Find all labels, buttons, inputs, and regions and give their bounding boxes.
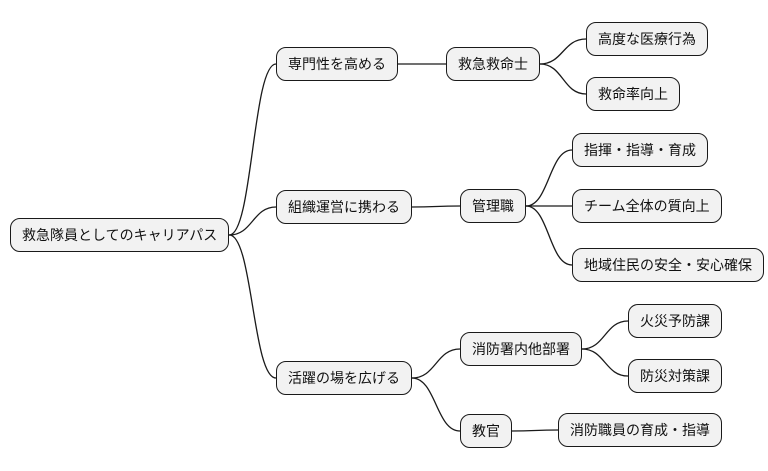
node-instructor: 教官 xyxy=(460,414,512,448)
connector-edge xyxy=(411,205,461,208)
connector-edge xyxy=(411,377,461,432)
node-expand-field: 活躍の場を広げる xyxy=(276,361,412,395)
node-other-fire-departments: 消防署内他部署 xyxy=(460,332,582,366)
connector-edge xyxy=(228,234,277,379)
node-community-safety: 地域住民の安全・安心確保 xyxy=(572,248,764,282)
node-fire-prevention-division: 火災予防課 xyxy=(628,304,722,338)
node-disaster-countermeasures-division: 防災対策課 xyxy=(628,359,722,393)
node-paramedic: 救急救命士 xyxy=(446,47,540,81)
node-advanced-medical-care: 高度な医療行為 xyxy=(586,22,708,56)
connector-edge xyxy=(228,206,277,236)
connector-edge xyxy=(525,205,573,266)
connector-edge xyxy=(539,38,587,65)
connector-edge xyxy=(525,149,573,207)
node-raise-expertise: 専門性を高める xyxy=(276,47,398,81)
node-survival-rate-improvement: 救命率向上 xyxy=(586,77,680,111)
connector-edge xyxy=(581,320,629,350)
connector-edge xyxy=(228,63,277,236)
connector-edge xyxy=(511,429,559,432)
node-org-management: 組織運営に携わる xyxy=(276,190,412,224)
node-career-path-root: 救急隊員としてのキャリアパス xyxy=(10,218,230,252)
node-team-quality: チーム全体の質向上 xyxy=(572,189,722,223)
node-staff-training-guidance: 消防職員の育成・指導 xyxy=(558,413,722,447)
node-command-guidance-training: 指揮・指導・育成 xyxy=(572,133,708,167)
connector-edge xyxy=(411,348,461,379)
connector-edge xyxy=(581,348,629,377)
node-manager: 管理職 xyxy=(460,189,526,223)
connector-edge xyxy=(539,63,587,95)
